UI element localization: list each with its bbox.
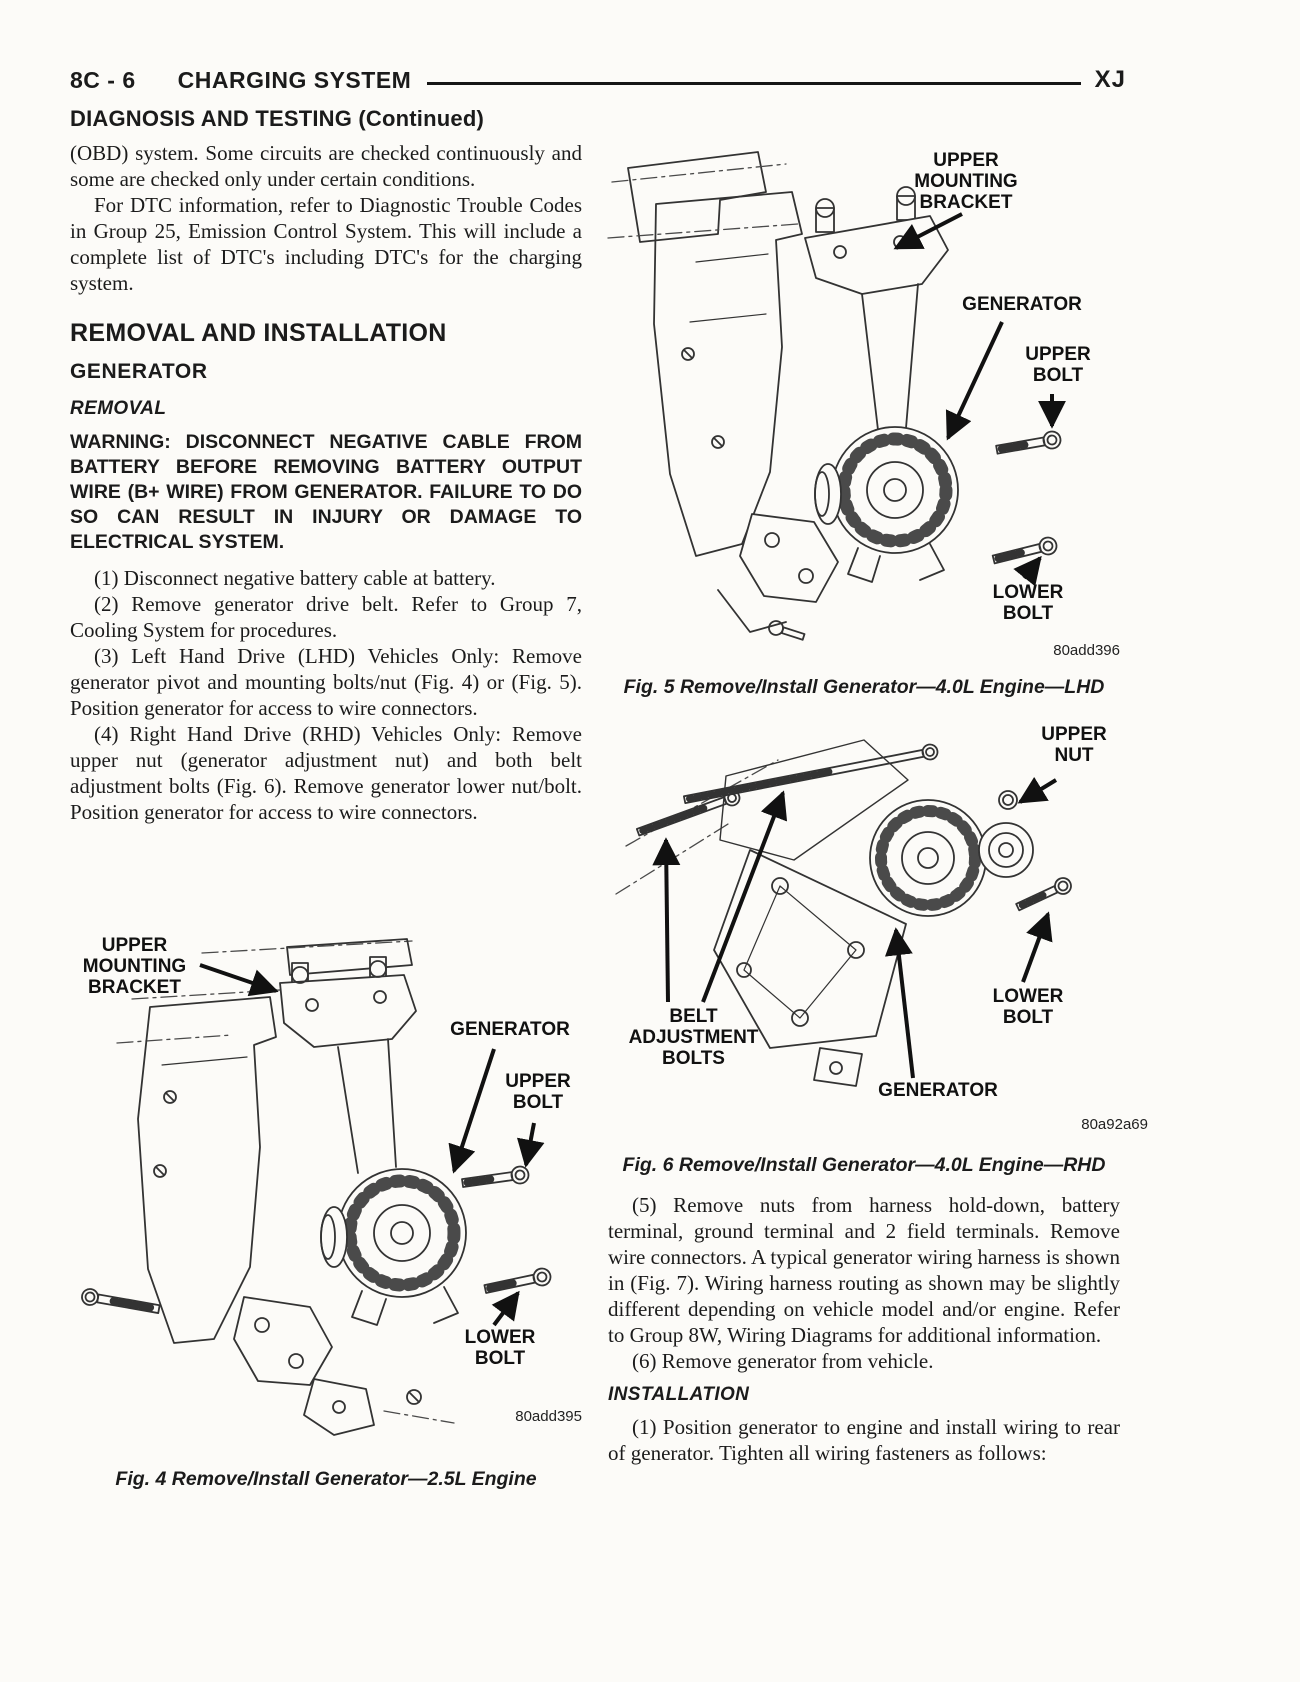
fig4-label-lower-bolt: LOWER BOLT: [464, 1327, 536, 1369]
upper-nut-drawing: [998, 790, 1018, 810]
fig6-label-belt-adjustment-bolts: BELT ADJUSTMENT BOLTS: [628, 1006, 759, 1069]
fig4-upper-bolt-arrow: [516, 1122, 545, 1168]
upper-bolt-drawing: [461, 1165, 530, 1188]
fig4-caption: Fig. 4 Remove/Install Generator—2.5L Eng…: [115, 1468, 537, 1490]
belt-adjustment-bolt-2-drawing: [683, 743, 939, 805]
mounting-bracket-drawing: [713, 849, 907, 1087]
fig4-label-upper-mounting-bracket: UPPER MOUNTING BRACKET: [82, 935, 187, 998]
lower-bolt-drawing: [1015, 877, 1072, 912]
fig5-generator-arrow: [945, 321, 1004, 441]
valve-cover-drawing: [627, 151, 767, 243]
upper-bolt-drawing: [995, 430, 1062, 455]
page-header: 8C - 6 CHARGING SYSTEM XJ: [70, 66, 1126, 94]
fig4-label-upper-bolt: UPPER BOLT: [505, 1071, 571, 1113]
fig6-adjustment-bolt-1-arrow: [652, 837, 681, 1003]
fig6-label-generator: GENERATOR: [878, 1080, 998, 1101]
fig5-caption: Fig. 5 Remove/Install Generator—4.0L Eng…: [623, 676, 1105, 698]
fig6-generator-arrow: [884, 927, 915, 1079]
fig4-label-generator: GENERATOR: [450, 1019, 570, 1040]
left-column: DIAGNOSIS AND TESTING (Continued) (OBD) …: [70, 106, 582, 825]
fig6-label-upper-nut: UPPER NUT: [1041, 724, 1107, 766]
header-rule: [427, 81, 1081, 85]
lower-bolt-drawing: [483, 1267, 552, 1294]
fig6-code: 80a92a69: [1081, 1116, 1148, 1133]
fig6-caption: Fig. 6 Remove/Install Generator—4.0L Eng…: [622, 1154, 1106, 1176]
valve-cover-drawing: [286, 938, 413, 976]
fig5-lower-bolt-arrow: [1013, 555, 1042, 587]
lower-bracket-drawing: [233, 1296, 375, 1436]
figure-4: UPPER MOUNTING BRACKET GENERATOR UPPER B…: [62, 935, 607, 1460]
removal-step-4: (4) Right Hand Drive (RHD) Vehicles Only…: [70, 722, 582, 824]
fig5-diagram: [607, 151, 1066, 641]
removal-step-2: (2) Remove generator drive belt. Refer t…: [70, 592, 582, 642]
lower-bracket-drawing: [717, 513, 839, 633]
removal-installation-heading: REMOVAL AND INSTALLATION: [70, 319, 447, 347]
fig6-label-lower-bolt: LOWER BOLT: [992, 986, 1064, 1028]
engine-block-drawing: [653, 191, 803, 557]
generator-drawing: [320, 1168, 467, 1326]
fig5-label-upper-bolt: UPPER BOLT: [1025, 344, 1091, 386]
removal-step-1: (1) Disconnect negative battery cable at…: [94, 566, 496, 590]
removal-step-3: (3) Left Hand Drive (LHD) Vehicles Only:…: [70, 644, 582, 720]
generator-heading: GENERATOR: [70, 360, 208, 383]
removal-step-5: (5) Remove nuts from harness hold-down, …: [608, 1193, 1120, 1347]
engine-block-drawing: [137, 996, 277, 1344]
section-title: CHARGING SYSTEM: [177, 66, 412, 93]
removal-heading: REMOVAL: [70, 398, 167, 419]
fig5-code: 80add396: [1053, 642, 1120, 659]
fig6-lower-bolt-arrow: [1021, 911, 1053, 983]
fig5-label-lower-bolt: LOWER BOLT: [992, 582, 1064, 624]
model-code: XJ: [1094, 66, 1126, 93]
right-column-text: (5) Remove nuts from harness hold-down, …: [608, 1192, 1120, 1466]
fig6-upper-nut-arrow: [1017, 776, 1058, 804]
installation-step-1: (1) Position generator to engine and ins…: [608, 1415, 1120, 1465]
diagnosis-heading: DIAGNOSIS AND TESTING (Continued): [70, 106, 484, 131]
fig6-diagram: [615, 739, 1072, 1087]
fig6-adjustment-bolt-2-arrow: [701, 790, 788, 1003]
paragraph-obd: (OBD) system. Some circuits are checked …: [70, 141, 582, 191]
installation-heading: INSTALLATION: [608, 1384, 750, 1405]
fig5-label-upper-mounting-bracket: UPPER MOUNTING BRACKET: [914, 150, 1018, 213]
fig5-label-generator: GENERATOR: [962, 294, 1082, 315]
pivot-bolt-drawing: [81, 1288, 161, 1314]
removal-step-6: (6) Remove generator from vehicle.: [632, 1349, 934, 1373]
fig4-code: 80add395: [515, 1408, 582, 1425]
page-number: 8C - 6: [70, 66, 136, 93]
fig5-bracket-arrow: [893, 212, 963, 250]
generator-drawing: [869, 799, 1034, 917]
fig4-diagram: [81, 938, 552, 1436]
lower-bolt-drawing: [991, 536, 1058, 565]
upper-mounting-bracket-drawing: [279, 956, 417, 1048]
mount-screw-drawing: [768, 620, 806, 641]
fig4-lower-bolt-arrow: [491, 1290, 520, 1327]
engine-block-drawing: [719, 739, 909, 861]
warning-text: WARNING: DISCONNECT NEGATIVE CABLE FROM …: [70, 431, 582, 553]
paragraph-dtc: For DTC information, refer to Diagnostic…: [70, 193, 582, 295]
fig4-bracket-arrow: [199, 963, 279, 997]
figure-5: UPPER MOUNTING BRACKET GENERATOR UPPER B…: [600, 142, 1160, 667]
figure-6: UPPER NUT BELT ADJUSTMENT BOLTS LOWER BO…: [608, 718, 1160, 1146]
fig4-generator-arrow: [448, 1048, 496, 1174]
generator-drawing: [814, 426, 959, 583]
